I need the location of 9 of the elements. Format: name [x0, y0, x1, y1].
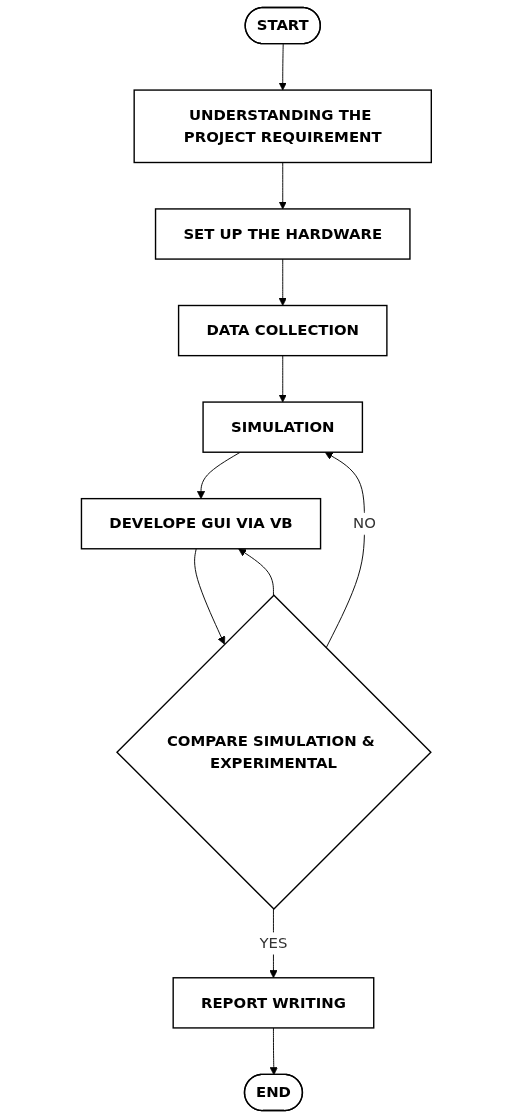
edge-label: NO [352, 514, 376, 533]
node-box: REPORT WRITING [172, 977, 375, 1029]
node-box: SIMULATION [202, 401, 363, 453]
node-diamond: COMPARE SIMULATION & EXPERIMENTAL [115, 594, 432, 911]
node-box: DATA COLLECTION [177, 304, 388, 357]
node-box: UNDERSTANDING THE PROJECT REQUIREMENT [133, 89, 432, 164]
node-box: SET UP THE HARDWARE [154, 208, 411, 260]
node-box: DEVELOPE GUI VIA VB [80, 497, 321, 550]
edge-label: YES [259, 934, 288, 952]
